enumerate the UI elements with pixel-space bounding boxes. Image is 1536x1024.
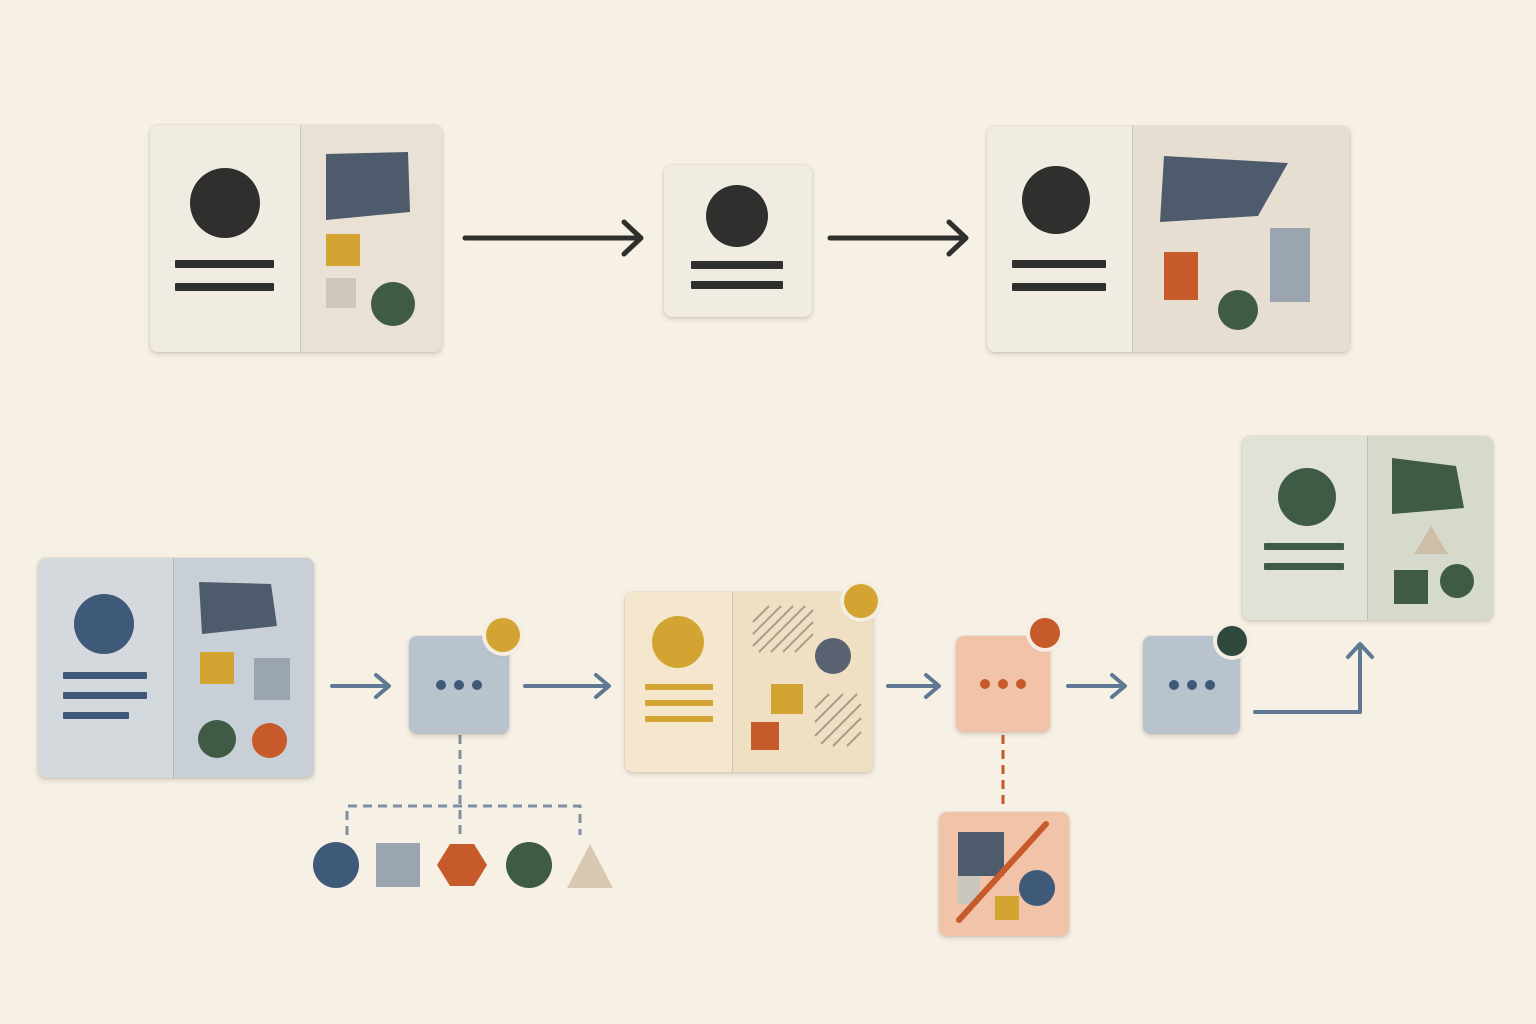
single-panel-card[interactable]: [664, 165, 812, 317]
square-icon: [751, 722, 779, 750]
circle-icon: [815, 638, 851, 674]
dot-icon: [1204, 680, 1215, 690]
triangle-icon: [1414, 526, 1448, 554]
hatched-placeholder-icon: [814, 693, 862, 747]
circle-icon: [313, 842, 359, 888]
dashed-branch-tree: [345, 735, 582, 835]
square-icon: [771, 684, 803, 714]
blue-source-card[interactable]: [38, 558, 314, 778]
right-arrow-icon: [523, 673, 611, 699]
square-icon: [1394, 570, 1428, 604]
rust-badge-icon: [1030, 618, 1060, 648]
circle-icon: [1022, 166, 1090, 234]
dot-icon: [472, 680, 482, 690]
circle-icon: [252, 723, 287, 758]
hatched-placeholder-icon: [752, 605, 814, 653]
quadrilateral-icon: [199, 582, 277, 634]
rejected-card[interactable]: [939, 812, 1069, 936]
square-icon: [995, 896, 1019, 920]
forest-badge-icon: [1217, 626, 1247, 656]
text-line-icon: [645, 700, 713, 706]
square-icon: [958, 876, 980, 904]
dot-icon: [436, 680, 446, 690]
circle-icon: [506, 842, 552, 888]
strikethrough-icon: [956, 821, 1049, 923]
textured-two-panel-card[interactable]: [987, 126, 1350, 352]
triangle-icon: [567, 844, 613, 888]
text-line-icon: [1264, 543, 1344, 550]
right-arrow-icon: [330, 673, 391, 699]
dot-icon: [980, 679, 990, 689]
circle-icon: [190, 168, 260, 238]
right-arrow-icon: [1066, 673, 1127, 699]
quadrilateral-icon: [1160, 156, 1288, 222]
circle-icon: [198, 720, 236, 758]
circle-icon: [652, 616, 704, 668]
quadrilateral-icon: [1392, 458, 1464, 514]
circle-icon: [1218, 290, 1258, 330]
text-line-icon: [1012, 283, 1106, 291]
mustard-badge-icon: [486, 618, 520, 652]
text-line-icon: [1264, 563, 1344, 570]
text-line-icon: [691, 281, 783, 289]
text-line-icon: [175, 260, 274, 268]
right-arrow-icon: [462, 219, 644, 257]
square-icon: [326, 278, 356, 308]
rectangle-icon: [1270, 228, 1310, 302]
dot-icon: [1016, 679, 1026, 689]
text-line-icon: [645, 716, 713, 722]
process-node[interactable]: [956, 636, 1050, 732]
hexagon-icon: [437, 844, 487, 886]
text-line-icon: [175, 283, 274, 291]
dot-icon: [454, 680, 464, 690]
square-icon: [958, 832, 1004, 876]
text-line-icon: [63, 712, 129, 719]
elbow-up-arrow-icon: [1253, 642, 1374, 714]
text-line-icon: [1012, 260, 1106, 268]
square-icon: [376, 843, 420, 887]
square-icon: [326, 234, 360, 266]
quadrilateral-icon: [326, 152, 410, 220]
dot-icon: [998, 679, 1008, 689]
square-icon: [200, 652, 234, 684]
circle-icon: [74, 594, 134, 654]
circle-icon: [706, 185, 768, 247]
circle-icon: [371, 282, 415, 326]
text-line-icon: [691, 261, 783, 269]
right-arrow-icon: [827, 219, 969, 257]
right-arrow-icon: [886, 673, 941, 699]
circle-icon: [1019, 870, 1055, 906]
two-panel-card[interactable]: [150, 125, 442, 352]
sage-output-card[interactable]: [1242, 436, 1493, 620]
cream-intermediate-card[interactable]: [625, 592, 873, 772]
circle-icon: [1440, 564, 1474, 598]
text-line-icon: [63, 692, 147, 699]
dot-icon: [1186, 680, 1197, 690]
dot-icon: [1168, 680, 1179, 690]
square-icon: [254, 658, 290, 700]
square-icon: [1164, 252, 1198, 300]
circle-icon: [1278, 468, 1336, 526]
text-line-icon: [63, 672, 147, 679]
text-line-icon: [645, 684, 713, 690]
process-node[interactable]: [409, 636, 509, 734]
mustard-badge-icon: [844, 584, 878, 618]
